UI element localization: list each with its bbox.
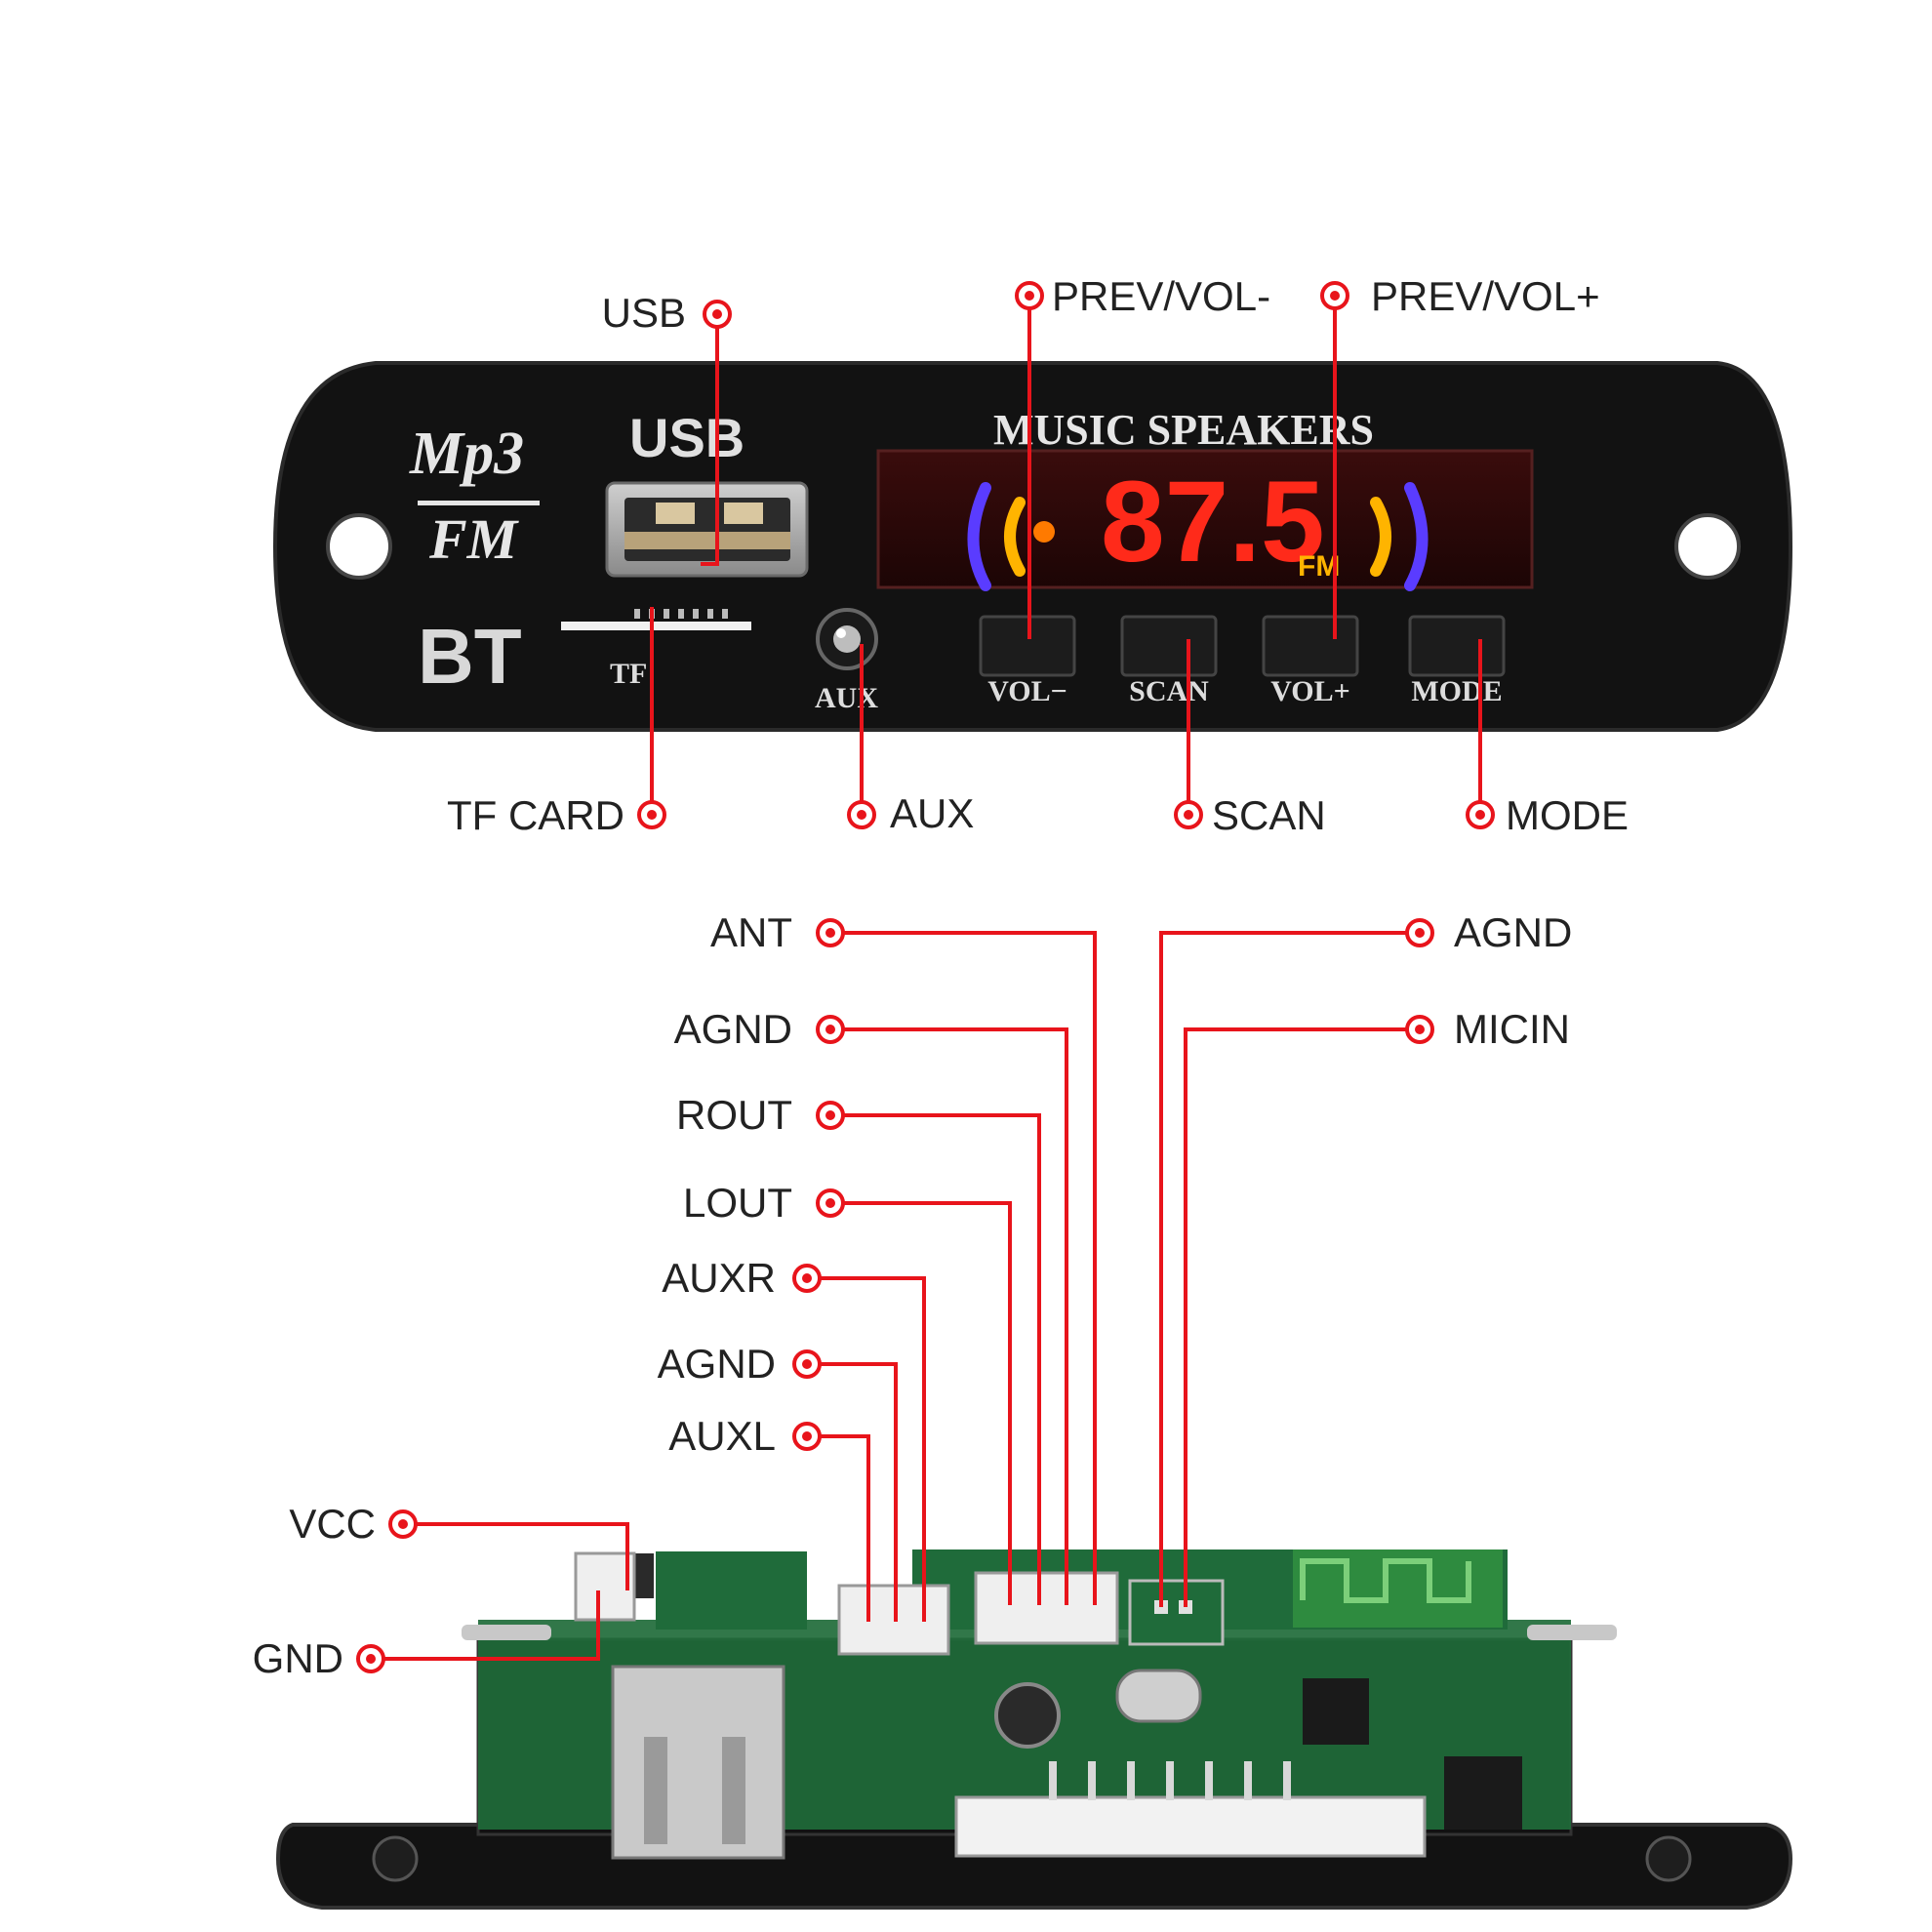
display-value: 87.5 — [1101, 458, 1325, 586]
ant-leader — [830, 931, 1097, 1605]
vol-plus-button[interactable] — [1262, 615, 1359, 677]
prev-vol-plus-callout: PREV/VOL+ — [1371, 273, 1600, 319]
aux-callout: AUX — [890, 790, 974, 836]
agnd-2-label: AGND — [658, 1341, 776, 1387]
rout-marker — [816, 1101, 845, 1130]
rout-leader — [830, 1113, 1041, 1605]
auxr-marker — [792, 1264, 822, 1293]
agnd-1-label: AGND — [674, 1006, 792, 1052]
usb-callout: USB — [602, 290, 686, 336]
lcd-display: 87.5 FM — [876, 449, 1534, 591]
prev-vol-minus-callout: PREV/VOL- — [1052, 273, 1270, 319]
lout-marker — [816, 1188, 845, 1218]
agnd-right-marker — [1405, 918, 1434, 947]
scan-marker — [1174, 800, 1203, 829]
tf-label: TF — [610, 658, 647, 690]
logo-divider — [418, 501, 540, 505]
prev-vol-minus-marker — [1015, 281, 1044, 310]
mic-pads — [1128, 1579, 1225, 1646]
mode-label: MODE — [1411, 675, 1502, 707]
ant-marker — [816, 918, 845, 947]
micin-label: MICIN — [1454, 1006, 1570, 1052]
agnd-2-marker — [792, 1349, 822, 1379]
vol-plus-label: VOL+ — [1270, 675, 1350, 707]
aux-label: AUX — [815, 682, 878, 714]
vcc-leader — [403, 1522, 629, 1590]
lout-leader — [830, 1201, 1012, 1605]
tf-card-marker — [637, 800, 666, 829]
agnd-right-leader — [1159, 931, 1420, 1607]
logo-mp3: Mp3 — [409, 421, 524, 487]
usb-marker — [703, 300, 732, 329]
auxr-label: AUXR — [662, 1255, 776, 1301]
rout-label: ROUT — [676, 1092, 792, 1138]
prev-vol-plus-marker — [1320, 281, 1349, 310]
gnd-leader — [371, 1590, 600, 1661]
auxl-label: AUXL — [668, 1413, 776, 1459]
micin-leader — [1184, 1027, 1420, 1607]
vol-minus-label: VOL− — [987, 675, 1067, 707]
mount-hole-left — [326, 513, 392, 580]
pin-leaders — [371, 931, 1420, 1661]
rear-board — [275, 1550, 1793, 1910]
tf-card-callout: TF CARD — [447, 792, 624, 838]
vcc-marker — [388, 1509, 418, 1539]
agnd-2-leader — [807, 1362, 898, 1622]
gnd-label: GND — [253, 1635, 343, 1681]
front-panel: Mp3 FM BT USB TF AUX MUS — [272, 361, 1793, 732]
scan-label: SCAN — [1129, 675, 1209, 707]
agnd-1-leader — [830, 1027, 1068, 1605]
mount-hole-right — [1674, 513, 1741, 580]
bt-label: BT — [418, 613, 522, 700]
top-callouts — [650, 296, 1482, 815]
logo-fm: FM — [428, 507, 520, 571]
gnd-marker — [356, 1644, 385, 1673]
usb-leader — [701, 314, 719, 566]
lout-label: LOUT — [683, 1180, 792, 1226]
usb-port[interactable] — [605, 481, 809, 578]
auxl-leader — [807, 1434, 870, 1622]
ant-label: ANT — [710, 909, 792, 955]
scan-button[interactable] — [1120, 615, 1218, 677]
mode-callout: MODE — [1506, 792, 1629, 838]
scan-callout: SCAN — [1212, 792, 1326, 838]
vcc-label: VCC — [289, 1501, 376, 1547]
mode-marker — [1466, 800, 1495, 829]
power-connector — [574, 1551, 636, 1622]
aux-marker — [847, 800, 876, 829]
usb-title: USB — [629, 407, 745, 468]
agnd-right-label: AGND — [1454, 909, 1572, 955]
agnd-1-marker — [816, 1015, 845, 1044]
mode-button[interactable] — [1408, 615, 1506, 677]
micin-marker — [1405, 1015, 1434, 1044]
display-header: MUSIC SPEAKERS — [993, 406, 1374, 454]
rear-usb-port — [611, 1665, 785, 1860]
auxl-marker — [792, 1422, 822, 1451]
aux-jack[interactable] — [816, 608, 878, 670]
auxr-leader — [807, 1276, 926, 1622]
